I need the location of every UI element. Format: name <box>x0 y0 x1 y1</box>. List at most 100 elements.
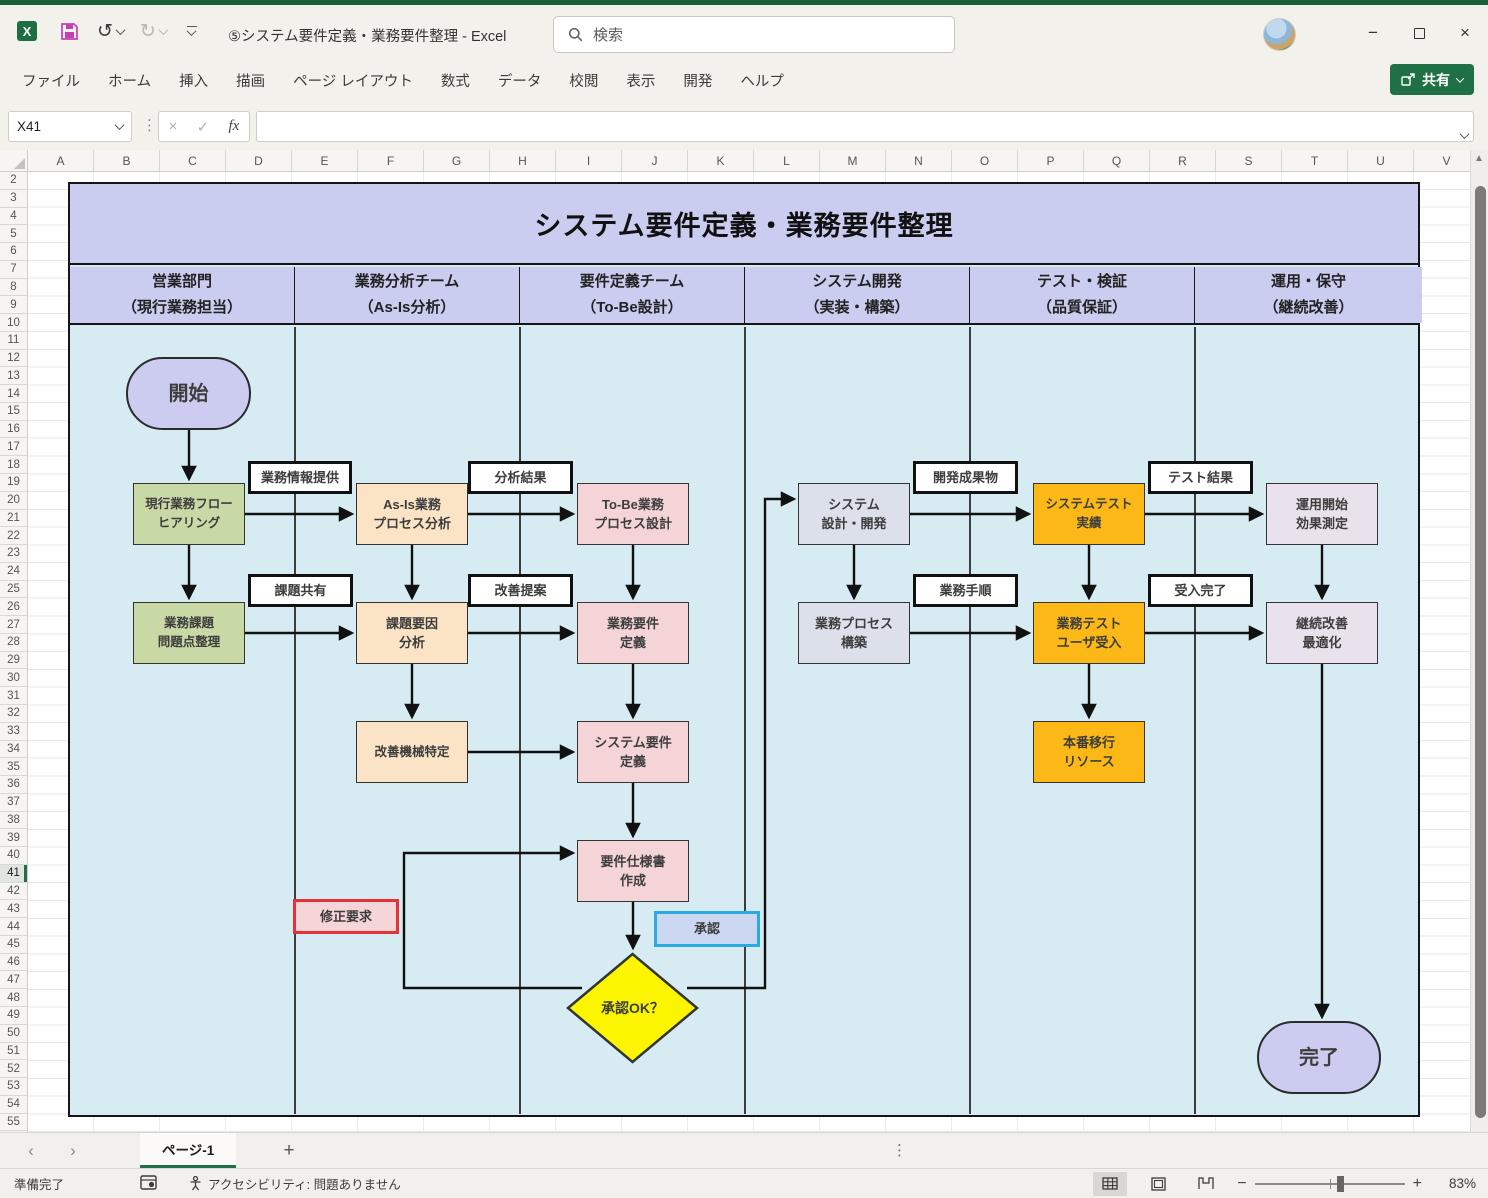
row-header-37[interactable]: 37 <box>0 794 27 812</box>
column-header-N[interactable]: N <box>886 150 952 171</box>
row-header-34[interactable]: 34 <box>0 741 27 759</box>
ribbon-tab-file[interactable]: ファイル <box>22 73 80 90</box>
flow-node-label-dev-deliverable[interactable]: 開発成果物 <box>913 461 1018 494</box>
flow-node-system-test-result[interactable]: システムテスト 実績 <box>1033 483 1145 545</box>
macro-record-icon[interactable] <box>140 1174 157 1193</box>
vertical-scrollbar-thumb[interactable] <box>1474 186 1486 1118</box>
flow-node-business-req-define[interactable]: 業務要件 定義 <box>577 602 689 664</box>
row-header-28[interactable]: 28 <box>0 634 27 652</box>
flow-node-current-flow-hearing[interactable]: 現行業務フロー ヒアリング <box>133 483 245 545</box>
row-header-32[interactable]: 32 <box>0 705 27 723</box>
column-header-E[interactable]: E <box>292 150 358 171</box>
row-header-5[interactable]: 5 <box>0 225 27 244</box>
undo-button[interactable]: ↺ <box>97 20 113 42</box>
row-header-20[interactable]: 20 <box>0 492 27 510</box>
flow-node-label-issue-share[interactable]: 課題共有 <box>248 574 353 607</box>
row-header-10[interactable]: 10 <box>0 314 27 332</box>
column-header-S[interactable]: S <box>1216 150 1282 171</box>
formula-input[interactable] <box>256 111 1474 142</box>
flow-node-label-business-info[interactable]: 業務情報提供 <box>248 461 352 494</box>
flow-node-tobe-process-design[interactable]: To-Be業務 プロセス設計 <box>577 483 689 545</box>
flow-node-business-process-build[interactable]: 業務プロセス 構築 <box>798 602 910 664</box>
column-header-Q[interactable]: Q <box>1084 150 1150 171</box>
row-header-26[interactable]: 26 <box>0 598 27 617</box>
row-header-7[interactable]: 7 <box>0 261 27 279</box>
row-header-12[interactable]: 12 <box>0 350 27 368</box>
row-header-14[interactable]: 14 <box>0 385 27 403</box>
row-header-38[interactable]: 38 <box>0 812 27 830</box>
row-header-43[interactable]: 43 <box>0 900 27 919</box>
row-header-8[interactable]: 8 <box>0 279 27 297</box>
row-header-39[interactable]: 39 <box>0 829 27 848</box>
row-header-40[interactable]: 40 <box>0 847 27 865</box>
row-header-13[interactable]: 13 <box>0 367 27 386</box>
flowchart-diagram[interactable]: システム要件定義・業務要件整理 営業部門 （現行業務担当）業務分析チーム （As… <box>68 182 1422 1117</box>
insert-function-button[interactable]: fx <box>228 118 240 134</box>
flow-node-label-improve-proposal[interactable]: 改善提案 <box>468 574 573 607</box>
flow-node-improvement-identify[interactable]: 改善機械特定 <box>356 721 468 783</box>
excel-app-icon[interactable]: X <box>12 15 42 47</box>
row-header-36[interactable]: 36 <box>0 776 27 794</box>
row-header-27[interactable]: 27 <box>0 616 27 634</box>
row-header-18[interactable]: 18 <box>0 456 27 475</box>
confirm-entry-button[interactable]: ✓ <box>196 118 210 136</box>
page-break-preview-button[interactable] <box>1189 1172 1223 1196</box>
row-header-30[interactable]: 30 <box>0 669 27 688</box>
flow-node-operation-start-measure[interactable]: 運用開始 効果測定 <box>1266 483 1378 545</box>
row-header-17[interactable]: 17 <box>0 438 27 457</box>
undo-dropdown-icon[interactable] <box>115 24 126 35</box>
zoom-out-button[interactable]: − <box>1237 1174 1247 1192</box>
sheet-tab-active[interactable]: ページ-1 <box>140 1133 237 1168</box>
page-layout-view-button[interactable] <box>1141 1172 1175 1196</box>
ribbon-tab-8[interactable]: 表示 <box>626 73 656 90</box>
row-header-53[interactable]: 53 <box>0 1078 27 1096</box>
column-header-R[interactable]: R <box>1150 150 1216 171</box>
column-header-M[interactable]: M <box>820 150 886 171</box>
row-header-2[interactable]: 2 <box>0 172 27 190</box>
row-header-49[interactable]: 49 <box>0 1007 27 1025</box>
share-button[interactable]: 共有 <box>1390 64 1474 95</box>
row-header-46[interactable]: 46 <box>0 954 27 972</box>
column-header-C[interactable]: C <box>160 150 226 171</box>
row-header-23[interactable]: 23 <box>0 545 27 563</box>
namebox-splitter[interactable]: ⋮ <box>142 117 157 134</box>
row-header-41[interactable]: 41 <box>0 864 27 883</box>
next-sheet-button[interactable]: › <box>70 1141 76 1160</box>
redo-dropdown-icon[interactable] <box>158 24 169 35</box>
flow-node-business-issues[interactable]: 業務課題 問題点整理 <box>133 602 245 664</box>
row-header-47[interactable]: 47 <box>0 971 27 990</box>
row-header-29[interactable]: 29 <box>0 652 27 670</box>
column-header-B[interactable]: B <box>94 150 160 171</box>
minimize-button[interactable]: − <box>1368 23 1378 42</box>
row-header-35[interactable]: 35 <box>0 758 27 777</box>
row-header-42[interactable]: 42 <box>0 883 27 901</box>
flow-node-system-req-define[interactable]: システム要件 定義 <box>577 721 689 783</box>
row-header-16[interactable]: 16 <box>0 421 27 439</box>
column-header-L[interactable]: L <box>754 150 820 171</box>
row-header-9[interactable]: 9 <box>0 296 27 315</box>
flow-node-approval-check[interactable]: 承認OK？ <box>566 952 699 1064</box>
save-icon[interactable] <box>56 15 83 47</box>
row-header-51[interactable]: 51 <box>0 1043 27 1061</box>
flow-node-cause-analysis[interactable]: 課題要因 分析 <box>356 602 468 664</box>
tabbar-splitter[interactable]: ⋮ <box>892 1142 907 1159</box>
row-header-48[interactable]: 48 <box>0 989 27 1007</box>
close-button[interactable]: × <box>1460 23 1470 42</box>
accessibility-status[interactable]: アクセシビリティ: 問題ありません <box>189 1174 401 1193</box>
search-input[interactable]: 検索 <box>553 16 955 53</box>
flow-node-req-spec-create[interactable]: 要件仕様書 作成 <box>577 840 689 902</box>
zoom-slider-thumb[interactable] <box>1336 1175 1344 1192</box>
name-box[interactable]: X41 <box>8 111 132 142</box>
redo-button[interactable]: ↻ <box>139 20 156 42</box>
row-header-19[interactable]: 19 <box>0 474 27 492</box>
column-header-J[interactable]: J <box>622 150 688 171</box>
flow-node-asis-process-analysis[interactable]: As-Is業務 プロセス分析 <box>356 483 468 545</box>
ribbon-tab-9[interactable]: 開発 <box>683 73 713 90</box>
customize-qat-icon[interactable] <box>183 15 201 47</box>
column-header-A[interactable]: A <box>28 150 94 171</box>
flow-node-label-test-result[interactable]: テスト結果 <box>1148 461 1253 494</box>
row-header-25[interactable]: 25 <box>0 581 27 599</box>
flow-node-label-acceptance-done[interactable]: 受入完了 <box>1148 574 1253 607</box>
flow-node-system-design-dev[interactable]: システム 設計・開発 <box>798 483 910 545</box>
row-header-4[interactable]: 4 <box>0 208 27 226</box>
